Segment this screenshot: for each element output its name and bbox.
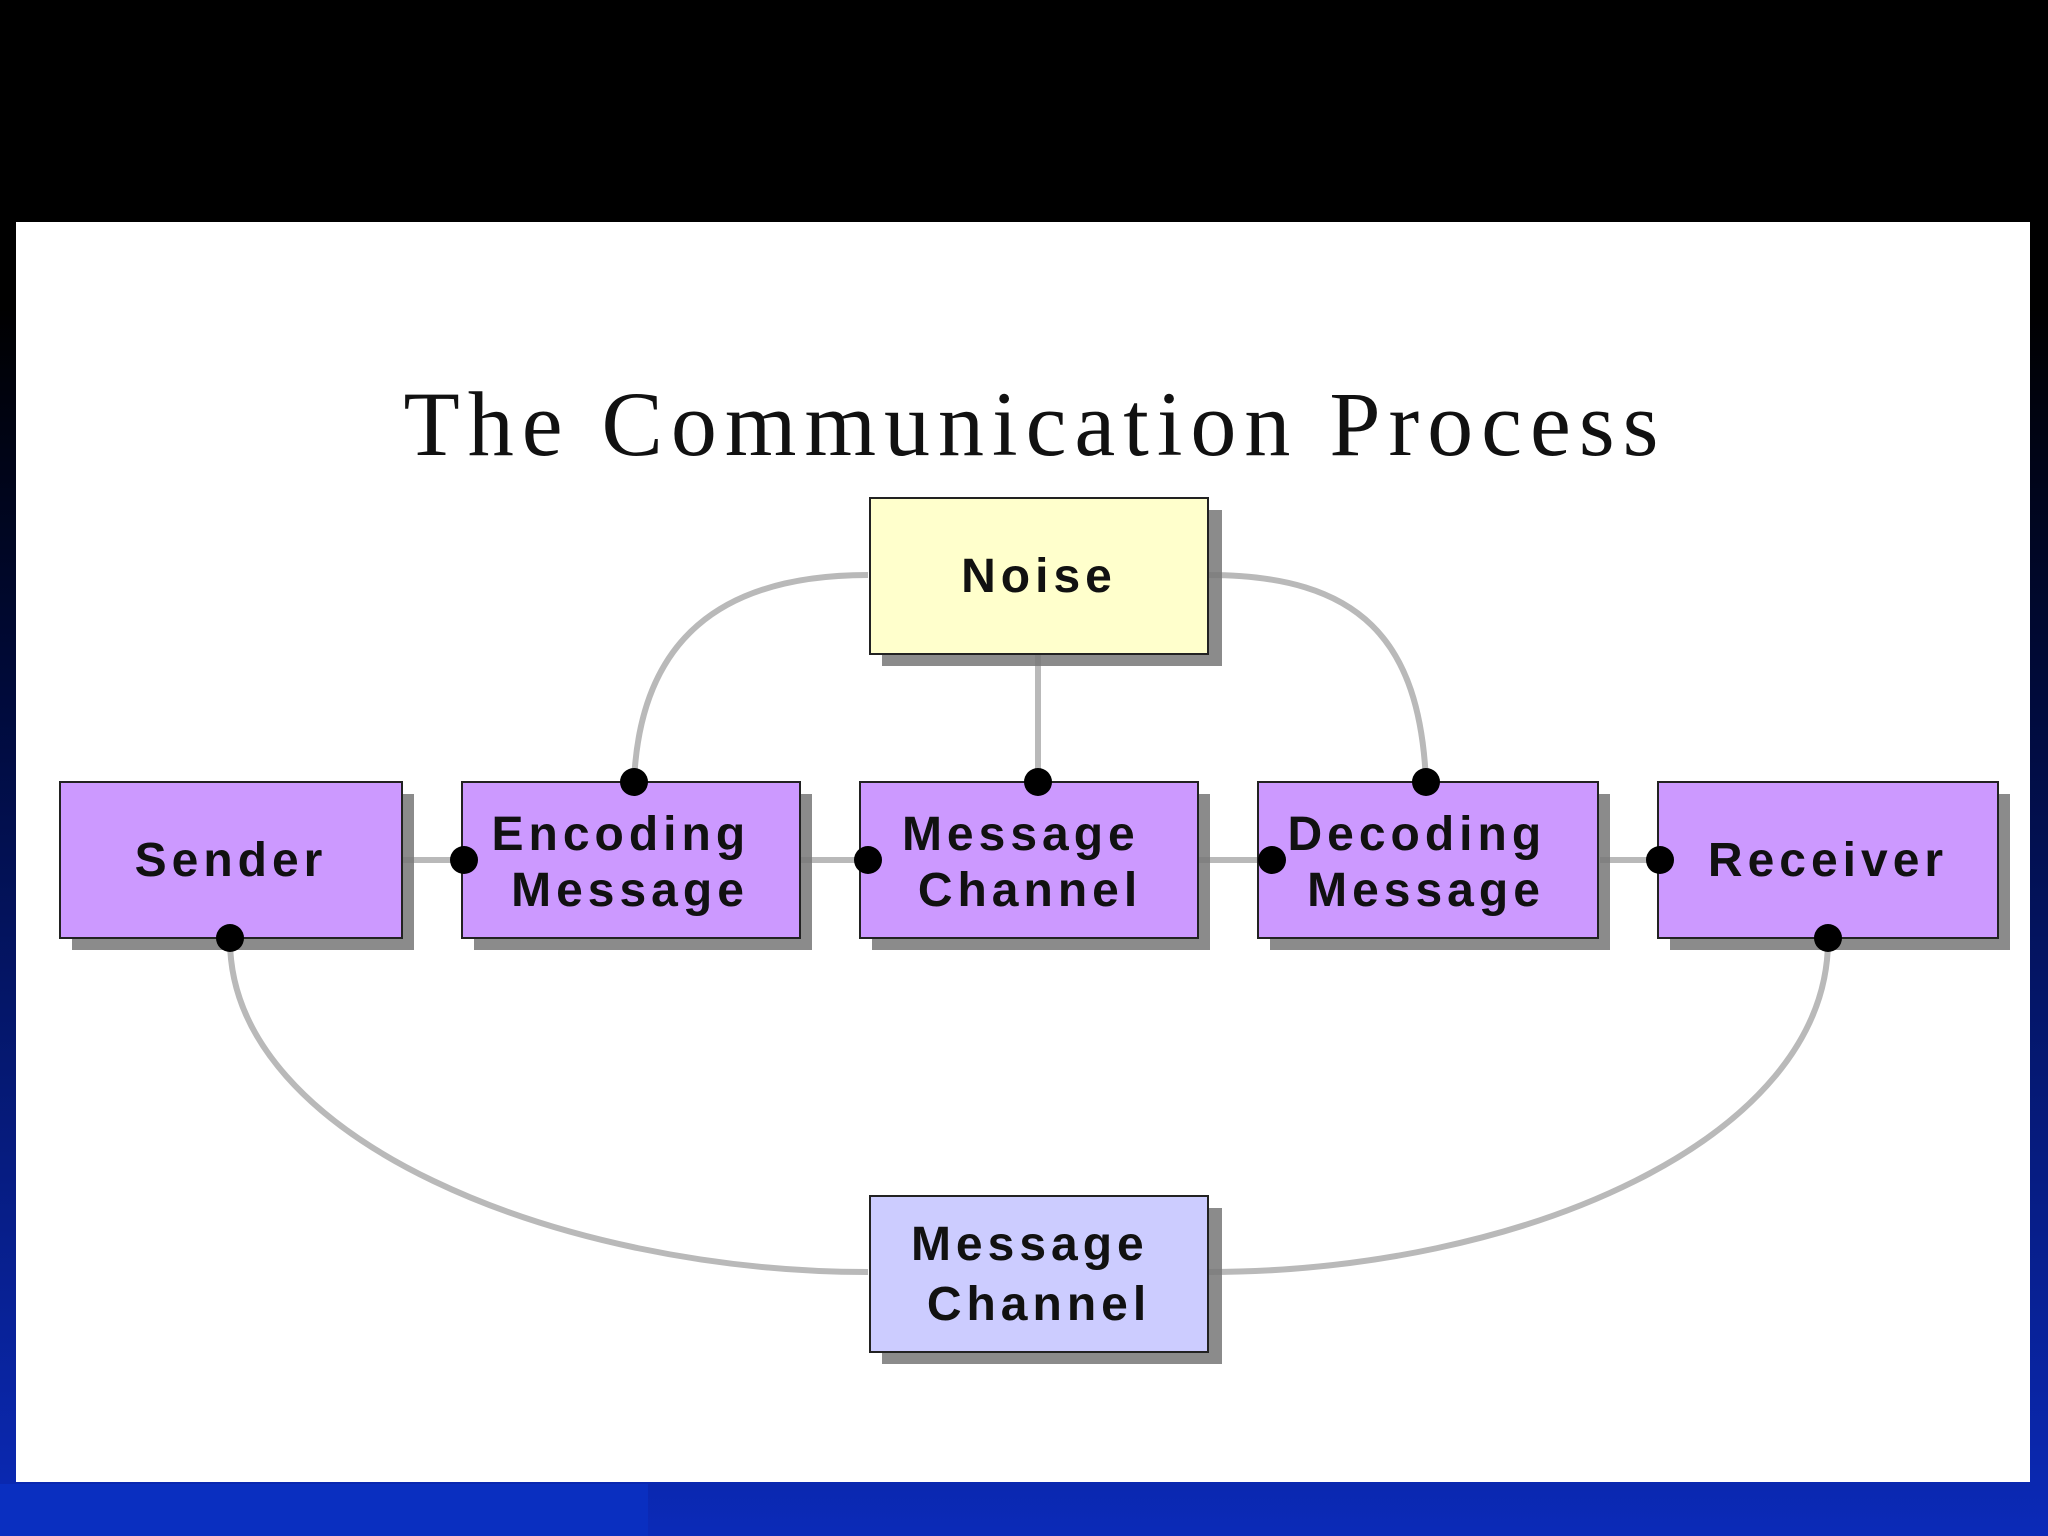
node-encoding-label: Encoding Message — [492, 808, 769, 917]
connector-noise-encoding — [631, 572, 869, 783]
node-receiver-line-1: Receiver — [1708, 834, 1948, 887]
connection-dots — [216, 768, 1842, 952]
node-noise: Noise — [869, 497, 1222, 666]
node-feedback-channel: Message Channel — [869, 1195, 1222, 1364]
node-receiver: Receiver — [1657, 781, 2010, 950]
node-decoding-label: Decoding Message — [1287, 808, 1564, 917]
node-decoding-line-2: Message — [1307, 864, 1545, 917]
slide-footer-bar — [0, 1484, 648, 1536]
node-receiver-label: Receiver — [1708, 834, 1948, 887]
node-encoding: Encoding Message — [461, 781, 812, 950]
node-feedback-channel-line-1: Message — [911, 1218, 1149, 1271]
dot-decoding-left — [1258, 846, 1286, 874]
dot-encoding-left — [450, 846, 478, 874]
node-noise-label: Noise — [961, 550, 1117, 603]
dot-channel-left — [854, 846, 882, 874]
node-encoding-box — [461, 781, 801, 939]
node-decoding: Decoding Message — [1257, 781, 1610, 950]
connector-noise-decoding — [1207, 572, 1429, 783]
node-feedback-channel-line-2: Channel — [927, 1278, 1151, 1331]
dot-decoding-top — [1412, 768, 1440, 796]
connectors — [227, 572, 1831, 1275]
node-noise-line-1: Noise — [961, 550, 1117, 603]
dot-channel-top — [1024, 768, 1052, 796]
node-feedback-channel-box — [869, 1195, 1209, 1353]
node-sender-box — [59, 781, 403, 939]
node-encoding-line-1: Encoding — [492, 808, 751, 861]
diagram-title: The Communication Process — [404, 373, 1667, 475]
node-noise-box — [869, 497, 1209, 655]
dot-sender-bottom — [216, 924, 244, 952]
node-receiver-box — [1657, 781, 1999, 939]
node-sender-line-1: Sender — [135, 834, 328, 887]
node-channel: Message Channel — [859, 781, 1210, 950]
node-decoding-line-1: Decoding — [1287, 808, 1546, 861]
connector-sender-feedback — [227, 939, 869, 1275]
node-sender: Sender — [59, 781, 414, 950]
dot-receiver-bottom — [1814, 924, 1842, 952]
dot-receiver-left — [1646, 846, 1674, 874]
node-channel-line-1: Message — [902, 808, 1140, 861]
node-channel-line-2: Channel — [918, 864, 1142, 917]
connector-feedback-receiver — [1207, 939, 1831, 1275]
node-encoding-line-2: Message — [511, 864, 749, 917]
node-sender-label: Sender — [135, 834, 328, 887]
dot-encoding-top — [620, 768, 648, 796]
node-channel-label: Message Channel — [902, 808, 1158, 917]
node-feedback-channel-label: Message Channel — [911, 1218, 1167, 1331]
